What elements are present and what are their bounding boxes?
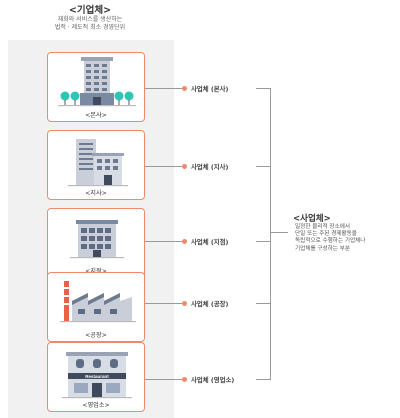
bracket-spine (270, 88, 271, 380)
unit-label: 사업체 (지사) (191, 163, 229, 171)
unit-label: 사업체 (본사) (191, 85, 229, 93)
establishment-description-line: 독립적으로 수행하는 기업체나 (295, 238, 366, 245)
connector-dot (182, 86, 187, 91)
unit-caption: <지점> (48, 266, 144, 275)
establishment-description: 일정한 물리적 장소에서 단일 또는 주된 경제활동을 독립적으로 수행하는 기… (295, 224, 399, 253)
establishment-description-line: 일정한 물리적 장소에서 (295, 224, 351, 230)
bracket-line (256, 241, 270, 242)
enterprise-title: <기업체> (68, 5, 112, 16)
bracket-line (256, 303, 270, 304)
sales-office-icon: Restaurant (62, 352, 132, 399)
bracket-arm (270, 232, 288, 233)
connector-dot (182, 164, 187, 169)
factory-icon (60, 281, 136, 323)
connector-line (145, 303, 184, 304)
enterprise-description-line: 재화와 서비스를 생산하는 (57, 16, 123, 23)
unit-label: 사업체 (영업소) (191, 376, 235, 384)
unit-caption: <영업소> (82, 402, 110, 409)
connector-dot (182, 377, 187, 382)
connector-line (145, 166, 184, 167)
connector-dot (182, 239, 187, 244)
unit-box-headquarters: <본사> (47, 52, 145, 122)
bracket-line (256, 88, 270, 89)
enterprise-description-line: 법적 · 제도적 최소 경영단위 (54, 24, 126, 31)
branch-office-icon (70, 220, 124, 259)
connector-line (145, 379, 184, 380)
unit-label: 사업체 (공장) (191, 300, 229, 308)
enterprise-description: 재화와 서비스를 생산하는 법적 · 제도적 최소 경영단위 (0, 16, 180, 32)
connector-dot (182, 301, 187, 306)
bracket-line (256, 166, 270, 167)
bracket-line (256, 379, 270, 380)
unit-box-factory: <공장> (47, 272, 145, 342)
unit-label: 사업체 (지점) (191, 238, 229, 246)
unit-caption: <본사> (85, 112, 107, 119)
svg-text:Restaurant: Restaurant (85, 374, 109, 379)
headquarters-building-icon (58, 57, 136, 107)
connector-line (145, 88, 184, 89)
unit-caption: <지사> (85, 190, 107, 197)
connector-line (145, 241, 184, 242)
branch-building-icon (68, 139, 128, 187)
establishment-description-line: 기업체를 구성하는 부분 (295, 245, 351, 252)
unit-caption: <공장> (85, 332, 107, 339)
unit-box-branch-office: <지점> (47, 208, 145, 278)
establishment-title: <사업체> (293, 214, 331, 224)
unit-box-branch: <지사> (47, 130, 145, 200)
establishment-description-line: 단일 또는 주된 경제활동을 (295, 231, 357, 238)
unit-box-sales-office: Restaurant <영업소> (47, 342, 145, 412)
